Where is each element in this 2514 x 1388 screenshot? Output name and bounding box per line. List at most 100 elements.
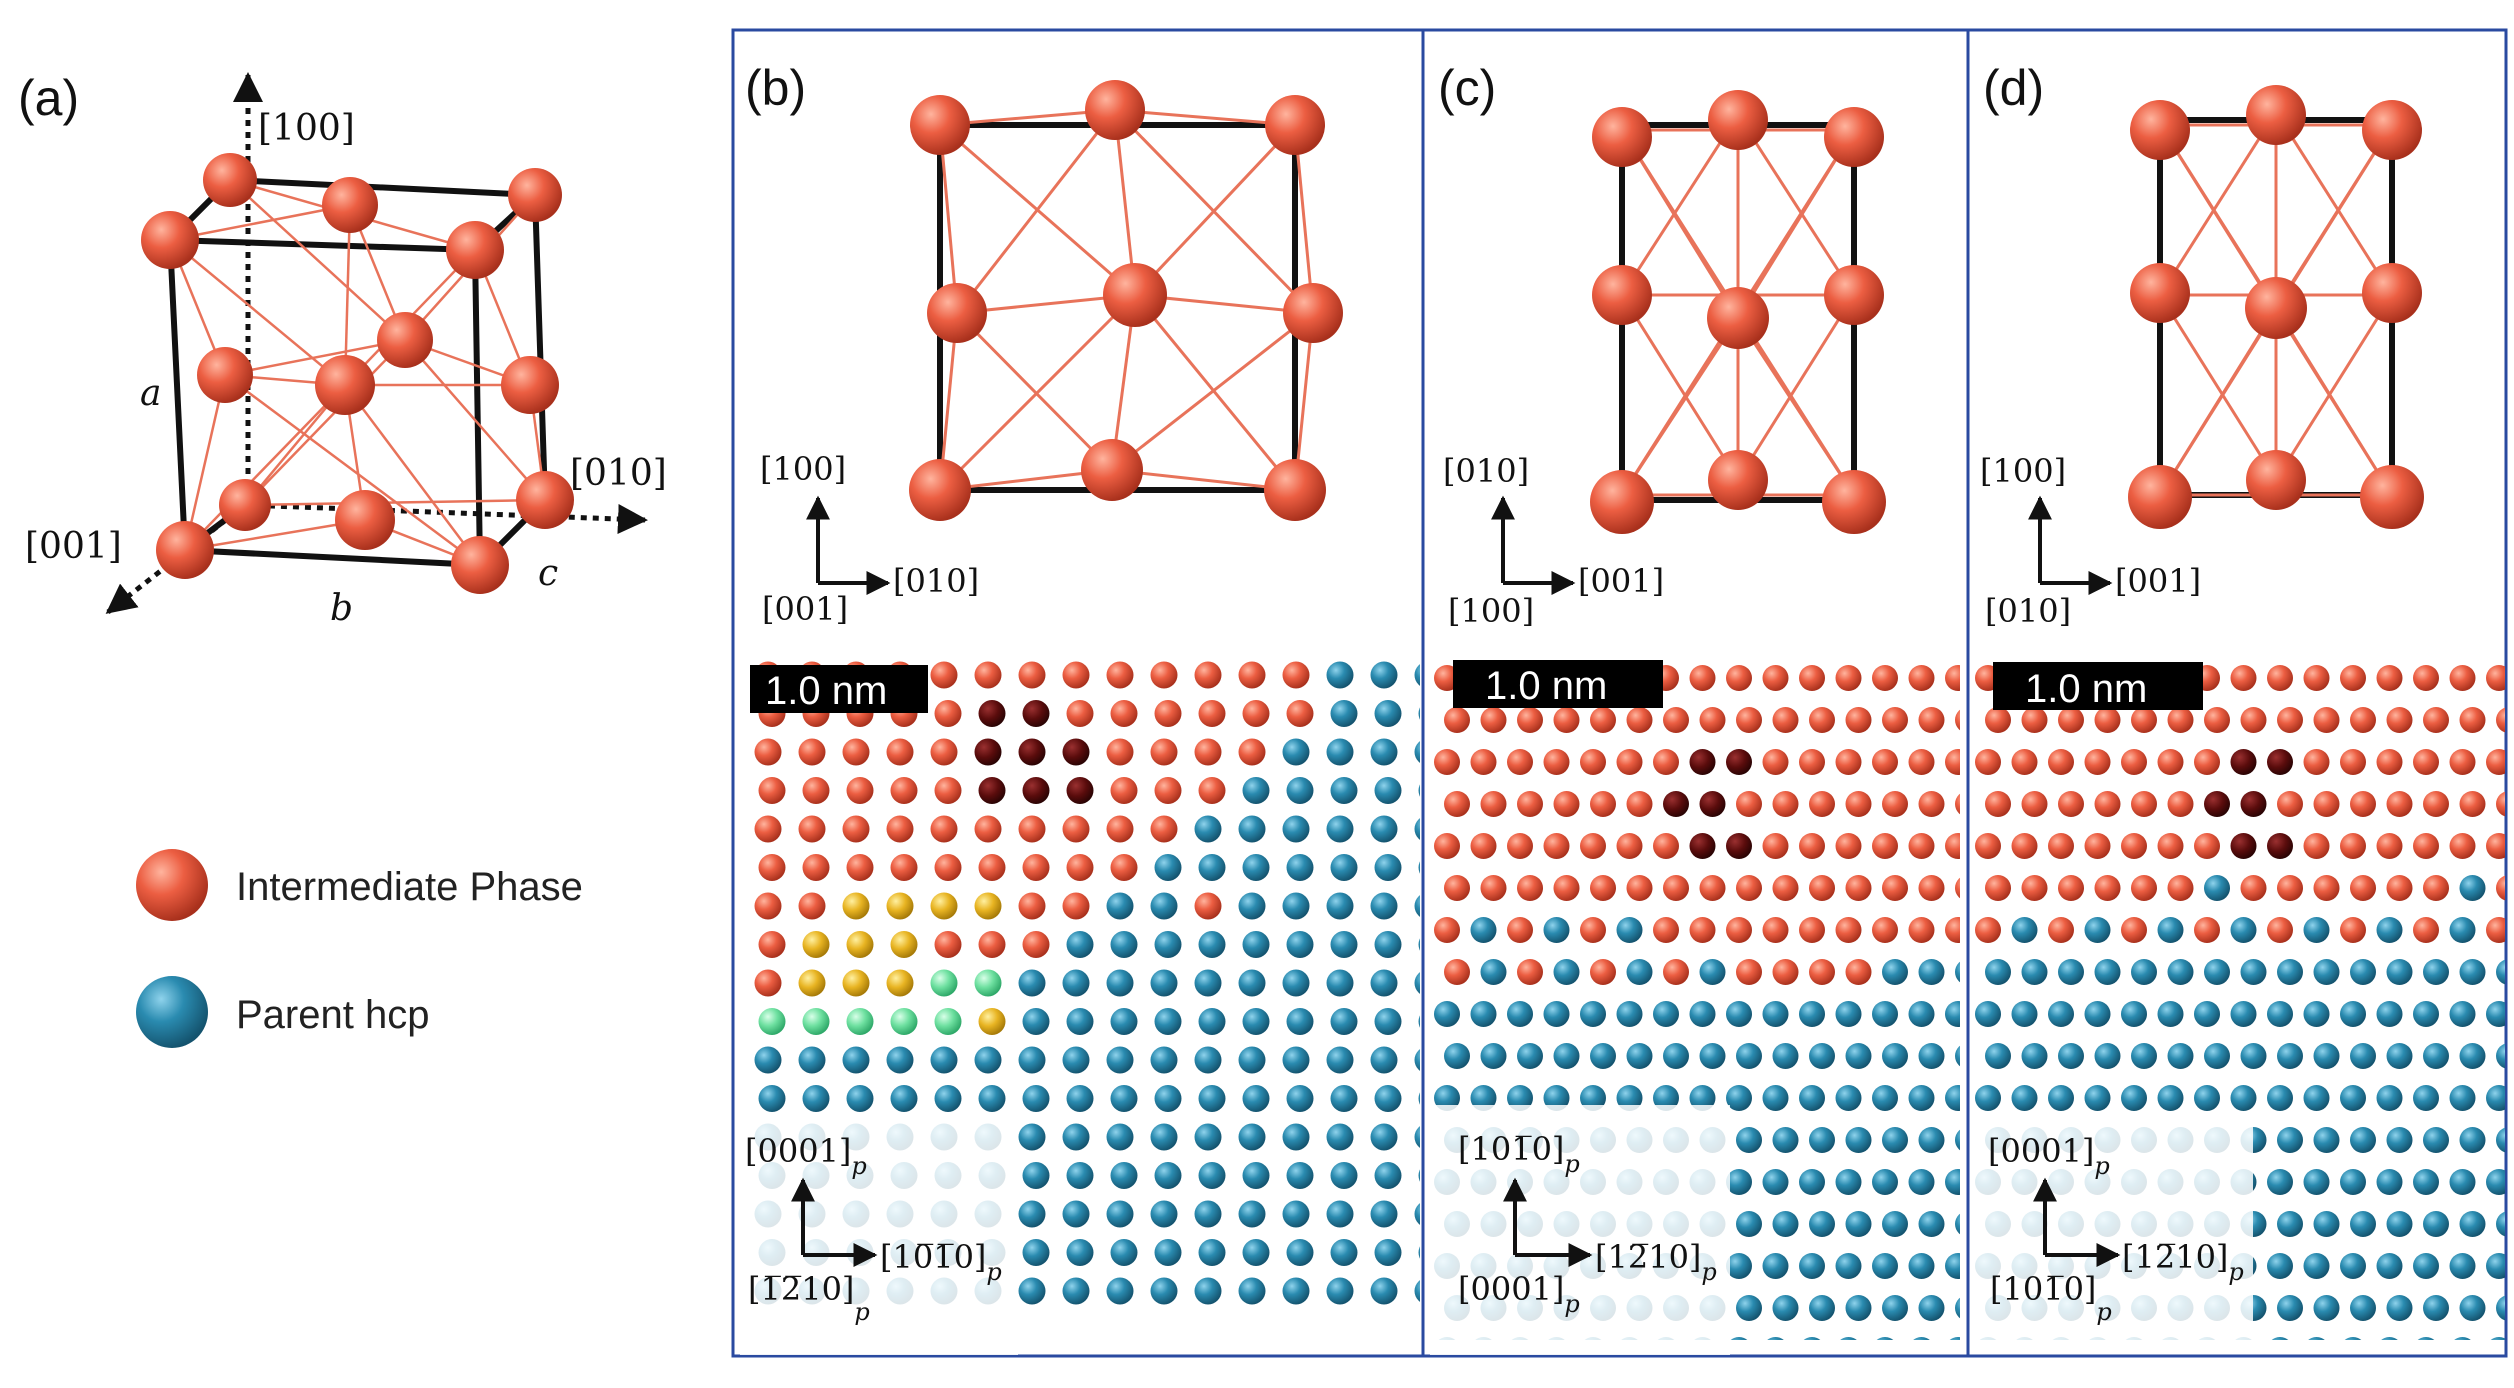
- atom: [1543, 917, 1570, 943]
- atom: [1066, 1162, 1094, 1189]
- unit-cell-atoms: [141, 153, 574, 594]
- atom: [978, 854, 1006, 881]
- atom: [930, 892, 958, 920]
- svg-text:[101̅0]p: [101̅0]p: [1458, 1130, 1580, 1178]
- atom: [1150, 815, 1178, 843]
- atom: [2048, 749, 2074, 775]
- atom: [1018, 969, 1046, 997]
- atom: [2167, 707, 2194, 733]
- atom: [1062, 1200, 1090, 1228]
- atom: [2449, 665, 2476, 691]
- atom: [1018, 1046, 1046, 1074]
- atom: [1590, 791, 1616, 817]
- atom: [974, 969, 1002, 997]
- panel-d-frame: [1966, 28, 2508, 1358]
- atom: [1150, 661, 1178, 689]
- atom: [2058, 959, 2084, 985]
- atom: [1194, 1046, 1222, 1074]
- atom: [1835, 749, 1862, 775]
- atom: [1699, 1043, 1726, 1069]
- atom: [1663, 1043, 1689, 1069]
- atom: [2194, 1085, 2220, 1111]
- atom: [2386, 791, 2413, 817]
- atom: [934, 777, 962, 804]
- atom: [798, 1046, 826, 1074]
- atom: [1286, 854, 1314, 881]
- atom: [2340, 1001, 2366, 1027]
- atom: [2048, 917, 2074, 943]
- atom: [1835, 1001, 1862, 1027]
- atom: [1444, 959, 1470, 985]
- atom: [2011, 749, 2038, 775]
- atom: [1845, 959, 1872, 985]
- atom: [2277, 1043, 2303, 1069]
- atom: [1194, 1200, 1222, 1228]
- atom: [2303, 1001, 2330, 1027]
- atom: [1330, 931, 1358, 958]
- atom: [1517, 959, 1543, 985]
- atom: [2413, 665, 2439, 691]
- atom: [1975, 833, 2001, 859]
- atom: [1945, 665, 1960, 691]
- atom: [1845, 1043, 1872, 1069]
- atom: [1194, 1123, 1222, 1151]
- atom: [1282, 969, 1310, 997]
- atom: [2459, 1043, 2486, 1069]
- atom: [1799, 665, 1825, 691]
- atom: [1908, 1253, 1935, 1279]
- atom: [2021, 791, 2048, 817]
- atom: [1326, 815, 1354, 843]
- svg-text:[12̅10]p: [12̅10]p: [1595, 1238, 1717, 1286]
- atom: [1242, 777, 1270, 804]
- atom: [890, 854, 918, 881]
- atom: [2277, 707, 2303, 733]
- atom: [2167, 791, 2194, 817]
- atom: [2413, 1001, 2439, 1027]
- atom: [1975, 1085, 2001, 1111]
- atom: [1543, 749, 1570, 775]
- atom: [1882, 1127, 1908, 1153]
- atom: [2048, 833, 2074, 859]
- atom: [2121, 1001, 2147, 1027]
- panel-b-hcp-origin: [1̅2̅10]: [748, 1270, 854, 1308]
- atom: [1653, 833, 1679, 859]
- atom: [886, 969, 914, 997]
- atom: [1908, 1001, 1935, 1027]
- atom: [1955, 961, 1960, 983]
- atom: [1985, 1043, 2011, 1069]
- atom: [1282, 1200, 1310, 1228]
- atom: [1018, 738, 1046, 766]
- atom: [2313, 1127, 2340, 1153]
- atom: [2204, 875, 2230, 901]
- panel-d-scalebar: 1.0 nm: [1993, 662, 2203, 711]
- atom: [1762, 1169, 1789, 1195]
- atom: [1626, 875, 1653, 901]
- panel-d-hcp-origin-sub: p: [2096, 1298, 2111, 1326]
- atom: [2496, 959, 2505, 985]
- atom: [1238, 969, 1266, 997]
- atom: [2267, 1253, 2293, 1279]
- atom: [1414, 972, 1420, 994]
- atom: [2194, 917, 2220, 943]
- atom: [2230, 1085, 2257, 1111]
- atom: [978, 1008, 1006, 1035]
- atom: [1418, 707, 1420, 720]
- atom: [2313, 875, 2340, 901]
- atom: [1799, 749, 1825, 775]
- atom: [1517, 707, 1543, 733]
- atom: [1022, 1162, 1050, 1189]
- atom: [1370, 969, 1398, 997]
- atom: [1835, 1085, 1862, 1111]
- atom: [1480, 791, 1507, 817]
- atom: [2449, 1001, 2476, 1027]
- atom: [2131, 791, 2157, 817]
- atom: [1418, 1092, 1420, 1105]
- atom: [1110, 854, 1138, 881]
- atom: [1414, 1049, 1420, 1071]
- atom: [1326, 1277, 1354, 1305]
- atom: [1154, 1008, 1182, 1035]
- atom: [1985, 875, 2011, 901]
- atom: [1985, 707, 2011, 733]
- atom: [1799, 833, 1825, 859]
